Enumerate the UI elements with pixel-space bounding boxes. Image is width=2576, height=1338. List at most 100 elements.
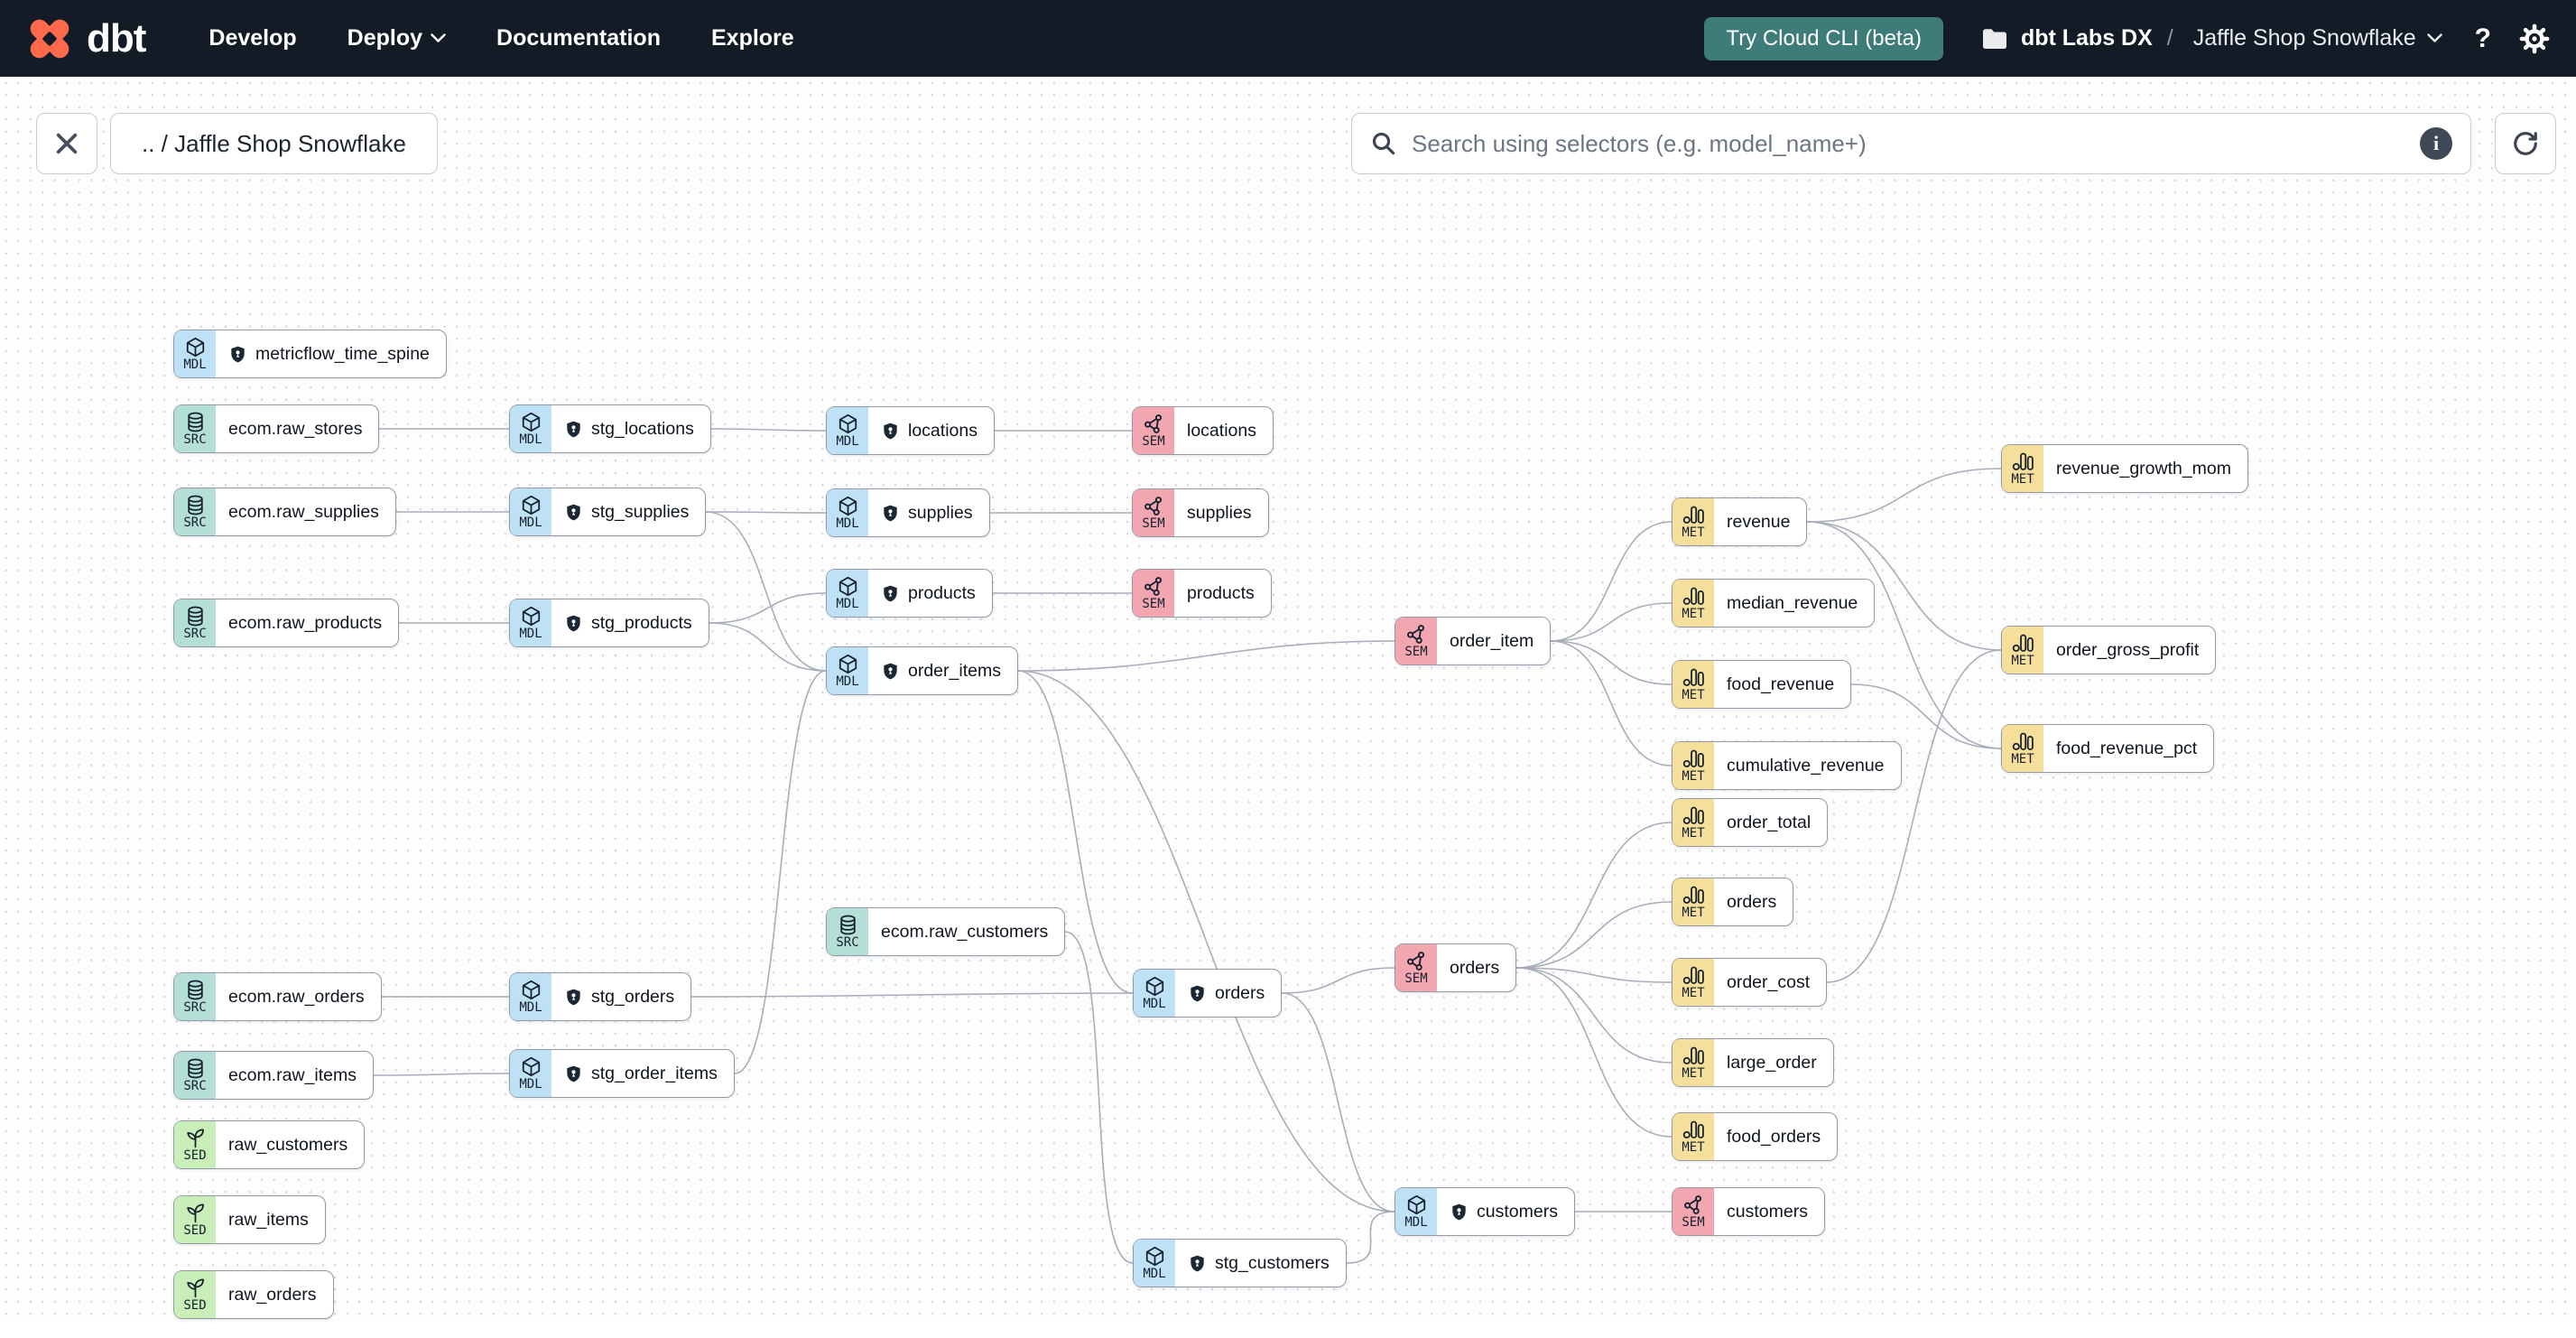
node-type-label: MET xyxy=(1682,986,1705,1001)
shield-icon xyxy=(567,421,580,437)
node-label-area: stg_order_items xyxy=(551,1050,734,1097)
node-type-badge: SRC xyxy=(174,405,216,452)
metric-icon xyxy=(1682,1046,1704,1065)
lineage-nodes-layer: MDL metricflow_time_spine SRC ecom.raw_st… xyxy=(0,77,2576,1338)
close-icon xyxy=(56,133,78,154)
graph-node-customers[interactable]: MDL customers xyxy=(1395,1187,1575,1236)
question-mark-icon: ? xyxy=(2474,23,2491,53)
graph-node-order_items[interactable]: MDL order_items xyxy=(826,646,1018,695)
nav-item-develop[interactable]: Develop xyxy=(208,25,297,51)
node-type-label: MET xyxy=(1682,1066,1705,1082)
graph-node-raw_supplies[interactable]: SRC ecom.raw_supplies xyxy=(173,488,396,536)
semantic-model-icon xyxy=(1144,497,1162,516)
account-name[interactable]: dbt Labs DX xyxy=(2020,25,2153,51)
node-type-badge: MET xyxy=(1673,799,1714,846)
nav-item-deploy[interactable]: Deploy xyxy=(347,25,446,51)
model-icon xyxy=(1407,1194,1425,1215)
graph-node-raw_stores[interactable]: SRC ecom.raw_stores xyxy=(173,404,380,453)
graph-node-stg_products[interactable]: MDL stg_products xyxy=(509,599,709,647)
graph-node-supplies[interactable]: MDL supplies xyxy=(826,488,990,537)
chevron-down-icon xyxy=(2426,33,2442,42)
graph-node-products[interactable]: MDL products xyxy=(826,569,993,618)
graph-node-order_total[interactable]: MET order_total xyxy=(1672,798,1829,847)
graph-node-orders[interactable]: MDL orders xyxy=(1133,969,1283,1017)
lineage-canvas[interactable]: .. / Jaffle Shop Snowflake i MDL metricf… xyxy=(0,77,2576,1338)
shield-icon xyxy=(884,505,897,521)
shield-icon xyxy=(567,615,580,631)
refresh-lineage-button[interactable] xyxy=(2495,113,2556,174)
edge-food_revenue-to-food_revenue_pct xyxy=(1850,683,2002,749)
node-type-label: SEM xyxy=(1142,434,1165,450)
node-type-label: MET xyxy=(1682,525,1705,541)
source-icon xyxy=(187,1058,203,1079)
graph-node-stg_supplies[interactable]: MDL stg_supplies xyxy=(509,488,707,536)
project-selector[interactable]: Jaffle Shop Snowflake xyxy=(2188,24,2448,52)
edge-order_items-to-orders xyxy=(1017,670,1134,994)
metric-icon xyxy=(1682,506,1704,525)
node-label-area: food_revenue_pct xyxy=(2043,725,2213,772)
node-label: ecom.raw_stores xyxy=(228,418,363,439)
dbt-logo-text: dbt xyxy=(87,15,146,60)
edge-stg_order_items-to-order_items xyxy=(734,670,827,1074)
graph-node-locations[interactable]: MDL locations xyxy=(826,406,995,455)
graph-node-stg_customers[interactable]: MDL stg_customers xyxy=(1133,1239,1347,1287)
nav-item-explore[interactable]: Explore xyxy=(710,25,794,51)
edge-sem_orders-to-food_orders xyxy=(1515,967,1673,1138)
edge-sem_orders-to-order_cost xyxy=(1515,967,1673,983)
node-label: order_items xyxy=(908,660,1001,681)
node-type-label: SEM xyxy=(1142,516,1165,532)
node-label: stg_orders xyxy=(591,986,675,1007)
nav-item-deploy-label: Deploy xyxy=(347,25,423,51)
node-label: ecom.raw_supplies xyxy=(228,501,379,522)
graph-node-metricflow_time_spine[interactable]: MDL metricflow_time_spine xyxy=(173,330,447,378)
node-type-label: MET xyxy=(1682,688,1705,703)
nav-item-documentation[interactable]: Documentation xyxy=(496,25,661,51)
node-type-badge: MDL xyxy=(1395,1188,1437,1235)
graph-node-stg_locations[interactable]: MDL stg_locations xyxy=(509,404,711,453)
edge-order_items-to-customers xyxy=(1017,670,1395,1213)
node-label: order_total xyxy=(1727,812,1812,832)
node-label-area: orders xyxy=(1437,944,1515,991)
graph-node-stg_orders[interactable]: MDL stg_orders xyxy=(509,972,692,1021)
settings-button[interactable] xyxy=(2518,23,2551,55)
shield-icon xyxy=(1452,1203,1466,1220)
try-cloud-cli-button[interactable]: Try Cloud CLI (beta) xyxy=(1704,16,1943,60)
node-label-area: food_orders xyxy=(1714,1113,1837,1160)
dbt-logo[interactable]: dbt xyxy=(25,14,146,63)
help-button[interactable]: ? xyxy=(2475,23,2491,54)
close-lineage-button[interactable] xyxy=(36,113,97,174)
breadcrumb-separator: / xyxy=(2166,25,2173,51)
node-label-area: order_item xyxy=(1437,618,1550,664)
graph-node-stg_order_items[interactable]: MDL stg_order_items xyxy=(509,1049,735,1098)
node-type-label: MDL xyxy=(836,597,859,612)
shield-icon xyxy=(567,1065,580,1082)
search-input[interactable] xyxy=(1410,128,2407,159)
node-type-label: SRC xyxy=(183,516,207,531)
lineage-breadcrumb[interactable]: .. / Jaffle Shop Snowflake xyxy=(110,113,438,174)
info-icon[interactable]: i xyxy=(2420,127,2452,160)
